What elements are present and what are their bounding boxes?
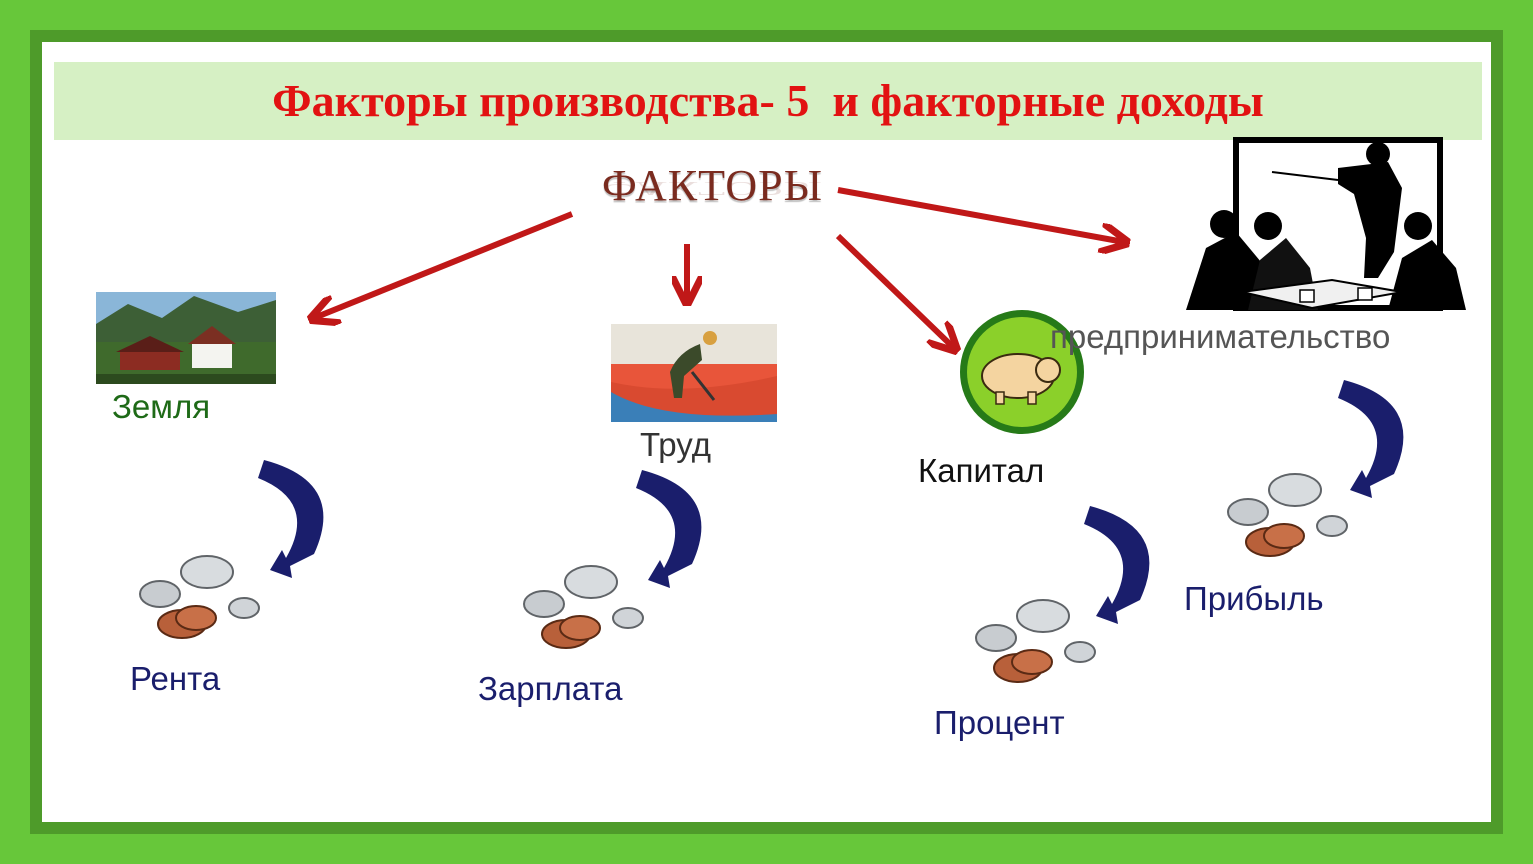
landscape-icon [96, 292, 276, 384]
curved-arrow-capital [1084, 506, 1150, 624]
curved-arrow-land [258, 460, 324, 578]
page-title: Факторы производства- 5 и факторные дохо… [272, 75, 1264, 126]
income-label-profit: Прибыль [1184, 580, 1324, 617]
arrow-to-entrepreneurship [837, 187, 1124, 242]
factor-label-entrepreneurship: предпринимательство [1050, 318, 1391, 355]
income-label-interest: Процент [934, 704, 1065, 741]
coins-rent-icon [139, 555, 260, 639]
factor-label-capital: Капитал [918, 452, 1045, 489]
worker-icon [611, 324, 777, 422]
title-bar: Факторы производства- 5 и факторные дохо… [54, 62, 1482, 140]
coins-wage-icon [523, 565, 644, 649]
factor-label-labor: Труд [640, 426, 711, 463]
curved-arrow-entrepreneurship [1338, 380, 1404, 498]
income-label-rent: Рента [130, 660, 221, 697]
arrow-to-capital [835, 233, 954, 348]
diagram-graphics [96, 137, 1466, 683]
income-label-wage: Зарплата [478, 670, 623, 707]
factors-heading: ФАКТОРЫ [602, 161, 824, 210]
arrow-to-land [314, 211, 574, 318]
coins-interest-icon [975, 599, 1096, 683]
factor-label-land: Земля [112, 388, 211, 425]
coins-profit-icon [1227, 473, 1348, 557]
business-meeting-icon [1186, 137, 1466, 311]
piggy-bank-icon [960, 310, 1084, 434]
curved-arrow-labor [636, 470, 702, 588]
slide: Факторы производства- 5 и факторные дохо… [42, 42, 1491, 822]
